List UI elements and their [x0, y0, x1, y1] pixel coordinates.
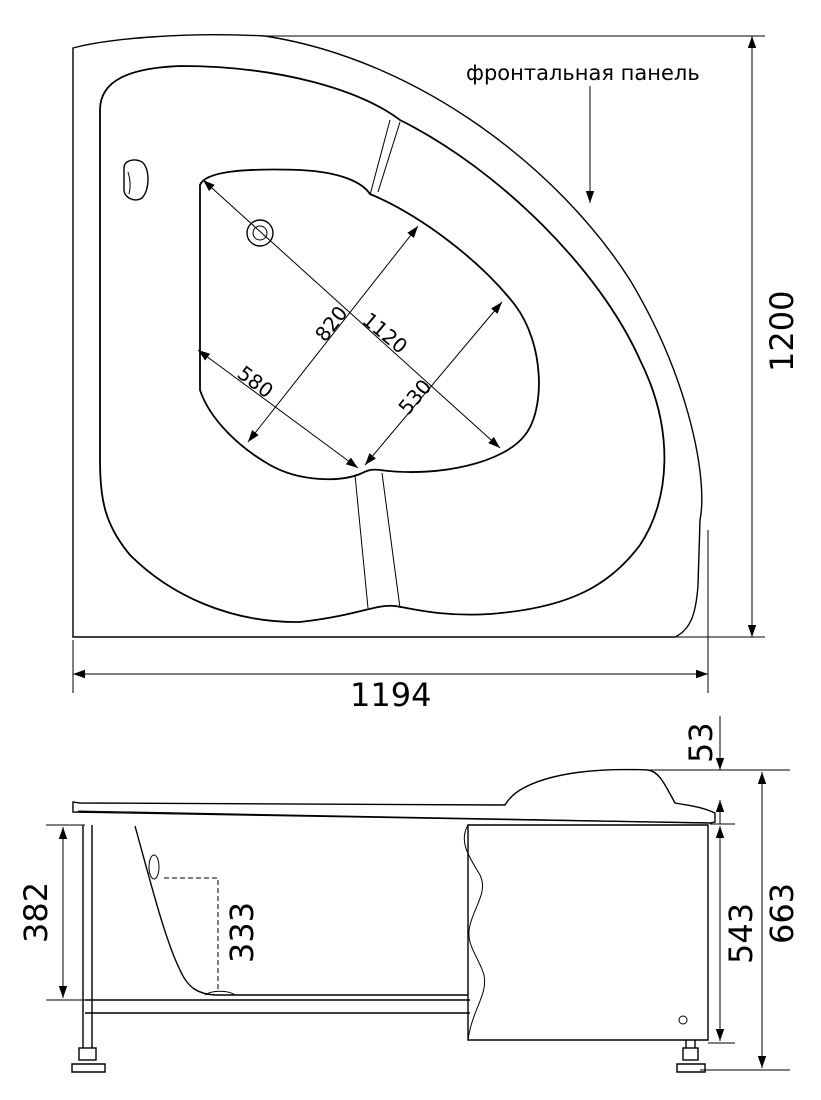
tub-rim-inner: [99, 65, 666, 623]
apron-body: [467, 824, 709, 1041]
floor-channel: [354, 472, 401, 609]
bowl-profile: [134, 825, 468, 996]
dim-text-530: 530: [393, 375, 436, 420]
leg-left: [71, 825, 106, 1073]
apron-screw-icon: [678, 1015, 688, 1025]
headrest-seam-2: [377, 121, 401, 193]
headrest-seam: [369, 119, 391, 196]
dim-text-53: 53: [682, 722, 720, 763]
dim-text-1194: 1194: [350, 676, 431, 714]
dim-text-580: 580: [233, 361, 278, 403]
dim-line-530: [364, 301, 503, 466]
rim-profile: [72, 768, 716, 824]
dim-line-1120: [202, 179, 501, 449]
dim-text-663: 663: [763, 883, 801, 944]
pillow-icon: [123, 159, 149, 201]
side-view: 333 53 543 663 382: [17, 716, 801, 1073]
side-drain-icon: [204, 990, 236, 996]
top-view: 1120 820 580 530 фронтальная панель 1200…: [72, 34, 801, 714]
front-panel-label: фронтальная панель: [466, 61, 700, 85]
dim-text-333: 333: [223, 902, 261, 963]
dim-text-1120: 1120: [358, 307, 412, 358]
dim-text-543: 543: [722, 903, 760, 964]
dim-text-820: 820: [310, 301, 352, 346]
side-overflow-icon: [148, 854, 160, 880]
dim-text-1200: 1200: [763, 291, 801, 372]
apron-break: [463, 824, 486, 1041]
leg-right: [676, 1040, 706, 1073]
tub-bowl: [199, 168, 540, 481]
overflow-drain-icon: [246, 219, 274, 247]
rim-underside: [77, 810, 711, 824]
tub-outer-outline: [72, 34, 703, 638]
dim-line-580: [197, 349, 359, 469]
dim-text-382: 382: [17, 882, 55, 943]
dim-dash-333: [164, 877, 219, 992]
